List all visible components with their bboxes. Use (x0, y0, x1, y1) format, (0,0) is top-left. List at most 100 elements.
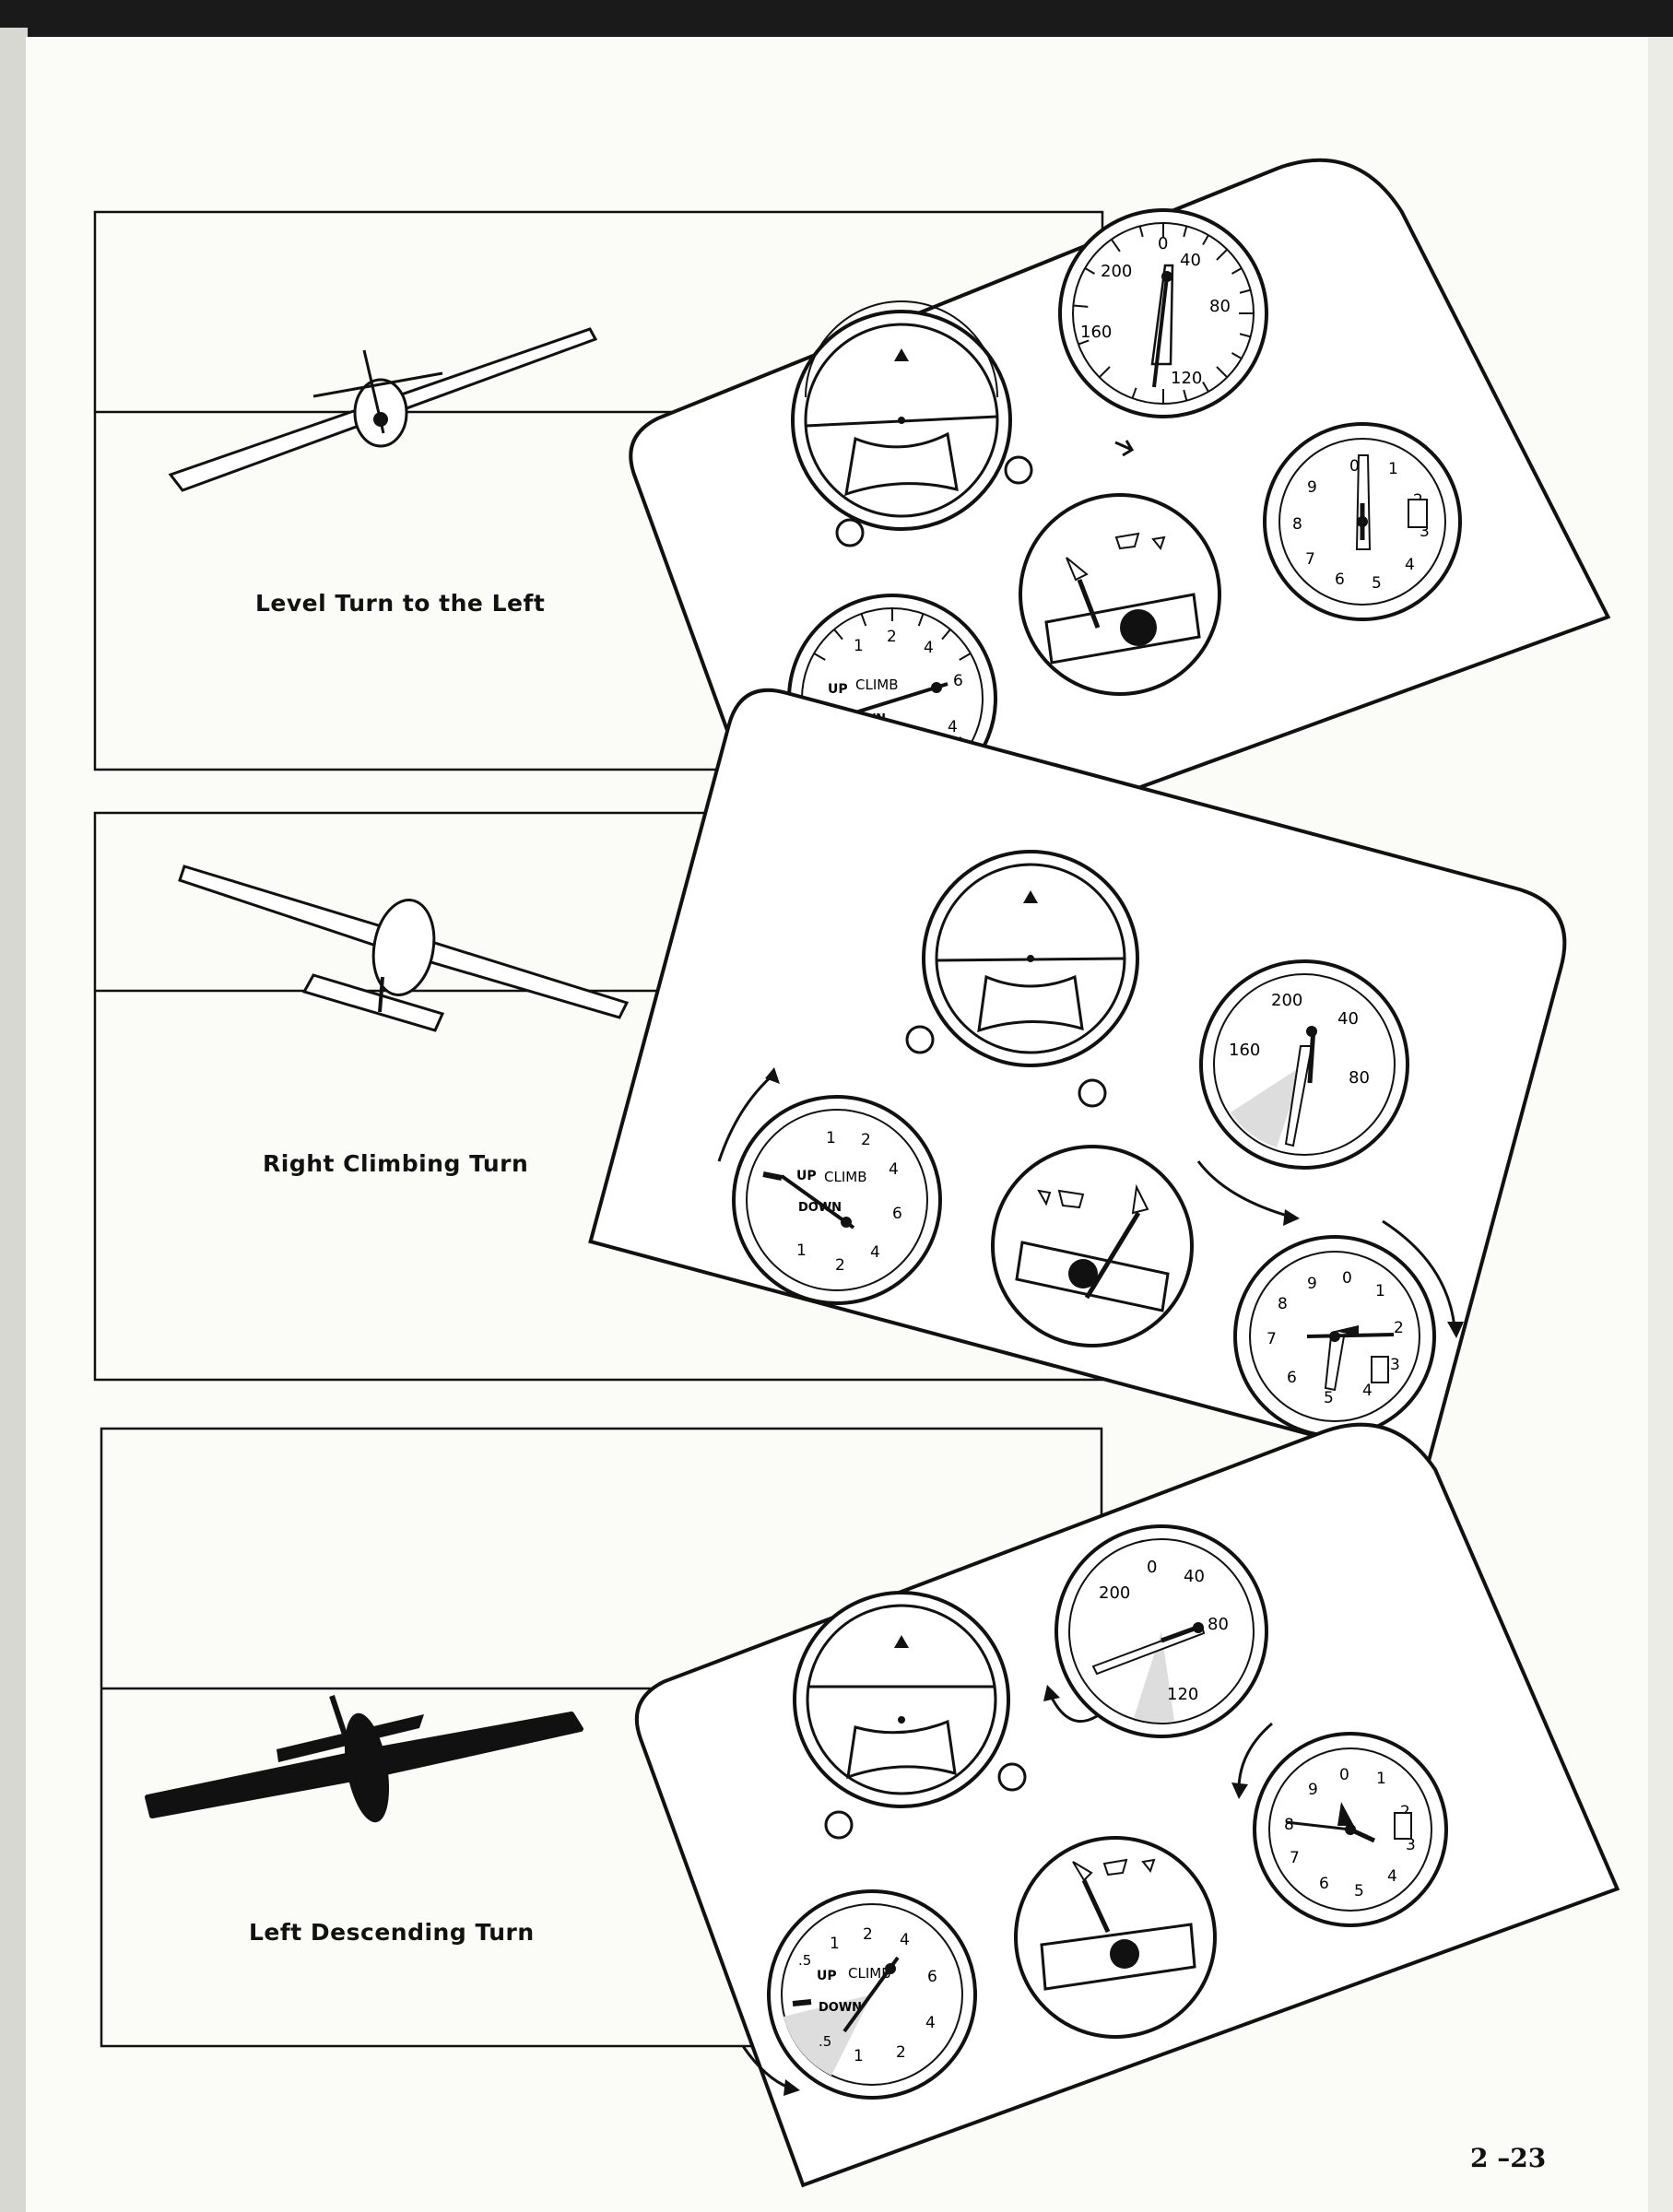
airspeed-indicator-3: 0 40 80 120 200 (1054, 1524, 1268, 1738)
panel-right-climbing-turn: 200 40 8 0 160 UP CLIMB DOWN 1 2 4 6 4 2 … (93, 688, 1567, 1468)
vsi-2: UP CLIMB DOWN 1 2 4 6 4 2 1 (732, 1095, 942, 1305)
vsi-up: UP (828, 682, 848, 697)
arrow-2b-head (1283, 1209, 1300, 1226)
page-number: 2 –23 (1470, 2143, 1547, 2173)
vsi-label-6: 6 (892, 1205, 902, 1223)
vsi-climb: CLIMB (824, 1169, 867, 1185)
vsi-climb: CLIMB (848, 1965, 891, 1982)
vsi-label-4: 4 (900, 1931, 910, 1949)
vsi-label-4b: 4 (870, 1243, 880, 1262)
arrow-3c (741, 2045, 790, 2089)
vsi-label-1: 1 (854, 637, 864, 655)
alt-label-0: 0 (1339, 1766, 1349, 1784)
vsi-label-6: 6 (953, 672, 963, 690)
alt-label-3: 3 (1420, 523, 1430, 541)
airspeed-label-80: 80 (1208, 1615, 1229, 1634)
arrow-2b (1196, 1160, 1291, 1218)
airspeed-label-0: 0 (1158, 234, 1168, 253)
airspeed-label-200: 200 (1099, 1583, 1130, 1603)
alt-label-1: 1 (1375, 1282, 1385, 1300)
arrow-2a (717, 1072, 775, 1162)
alt-label-1: 1 (1388, 460, 1398, 478)
alt-label-8: 8 (1278, 1295, 1288, 1313)
vsi-label-2: 2 (861, 1131, 871, 1149)
vsi-label-4b: 4 (948, 718, 958, 736)
instrument-panel-3 (634, 1422, 1620, 2188)
scan-top-shadow (0, 0, 1673, 41)
arrow-3a (1049, 1695, 1098, 1724)
arrow-1 (1114, 440, 1135, 457)
alt-label-8: 8 (1292, 515, 1302, 534)
arrow-2c-head (1447, 1322, 1464, 1338)
alt-label-9: 9 (1308, 1781, 1318, 1799)
vsi-up: UP (817, 1969, 837, 1983)
panel-left-descending-turn: 0 40 80 120 200 9 0 1 2 3 4 5 6 7 8 (100, 1422, 1620, 2188)
airspeed-label-80: 80 (1209, 297, 1231, 316)
vsi-label-5b: .5 (819, 2033, 831, 2050)
alt-label-1: 1 (1376, 1770, 1386, 1788)
alt-label-3: 3 (1406, 1836, 1416, 1854)
alt-label-3: 3 (1390, 1356, 1400, 1374)
alt-label-5: 5 (1324, 1389, 1334, 1407)
vsi-label-1b: 1 (854, 2047, 864, 2065)
turn-coordinator-1 (1019, 493, 1221, 696)
alt-label-7: 7 (1305, 550, 1315, 569)
airspeed-label-40: 40 (1337, 1009, 1359, 1029)
arrow-3a-head (1043, 1685, 1060, 1701)
alt-label-7: 7 (1290, 1849, 1300, 1867)
alt-label-8: 8 (1284, 1816, 1294, 1834)
alt-label-6: 6 (1287, 1369, 1297, 1387)
airplane-level-turn (168, 327, 598, 492)
alt-label-6: 6 (1335, 571, 1345, 589)
vsi-label-4: 4 (889, 1160, 899, 1179)
vsi-label-2: 2 (887, 628, 897, 646)
arrow-2a-head (765, 1067, 780, 1084)
knob-1b (835, 518, 865, 547)
caption-level-turn-left: Level Turn to the Left (255, 590, 546, 617)
alt-label-0: 0 (1349, 457, 1360, 476)
turn-coordinator-2 (991, 1145, 1194, 1347)
vsi-label-1: 1 (826, 1129, 836, 1147)
altimeter-2: 9 0 1 2 3 4 5 6 7 8 (1233, 1235, 1436, 1438)
arrow-3b (1237, 1722, 1273, 1789)
airplane-left-descending (145, 1695, 583, 1823)
attitude-indicator-3 (793, 1591, 1010, 1808)
alt-label-0: 0 (1342, 1269, 1352, 1288)
airspeed-label-120: 120 (1171, 369, 1202, 388)
airspeed-label-160: 160 (1229, 1041, 1260, 1060)
attitude-indicator-2 (922, 850, 1139, 1067)
vsi-label-5: .5 (798, 1952, 811, 1969)
vsi-label-1: 1 (830, 1935, 840, 1953)
vsi-up: UP (796, 1169, 817, 1183)
arrow-3b-head (1231, 1783, 1248, 1799)
alt-label-4: 4 (1387, 1867, 1397, 1886)
alt-label-4: 4 (1362, 1382, 1373, 1400)
alt-label-5: 5 (1372, 574, 1382, 593)
altimeter-1: 0 1 2 3 4 5 6 7 8 9 (1263, 422, 1462, 621)
airspeed-label-200: 200 (1271, 991, 1302, 1010)
alt-label-9: 9 (1307, 1275, 1317, 1293)
vsi-label-1b: 1 (796, 1241, 807, 1260)
alt-label-6: 6 (1319, 1875, 1329, 1893)
knob-3a (997, 1762, 1027, 1792)
vsi-down: DOWN (819, 2001, 862, 2015)
airspeed-label-40: 40 (1184, 1567, 1205, 1586)
alt-label-5: 5 (1354, 1882, 1364, 1900)
knob-2b (1078, 1078, 1107, 1108)
alt-label-4: 4 (1405, 556, 1415, 574)
airspeed-label-40: 40 (1180, 251, 1201, 270)
airplane-right-climbing (178, 865, 630, 1032)
vsi-label-6: 6 (927, 1968, 937, 1986)
arrow-2c (1382, 1219, 1456, 1328)
scan-left-margin (0, 28, 28, 2212)
alt-label-9: 9 (1307, 478, 1317, 497)
turn-coordinator-3 (1014, 1836, 1217, 2039)
arrow-3c-head (783, 2079, 800, 2096)
vsi-label-2b: 2 (896, 2043, 906, 2062)
airspeed-label-200: 200 (1101, 262, 1132, 281)
vsi-climb: CLIMB (855, 677, 899, 693)
alt-label-2: 2 (1394, 1319, 1404, 1337)
alt-label-7: 7 (1267, 1330, 1277, 1348)
airspeed-label-0: 0 (1147, 1558, 1157, 1577)
vsi-3: .5 1 2 4 6 4 2 1 .5 UP CLIMB DOWN (767, 1889, 977, 2100)
